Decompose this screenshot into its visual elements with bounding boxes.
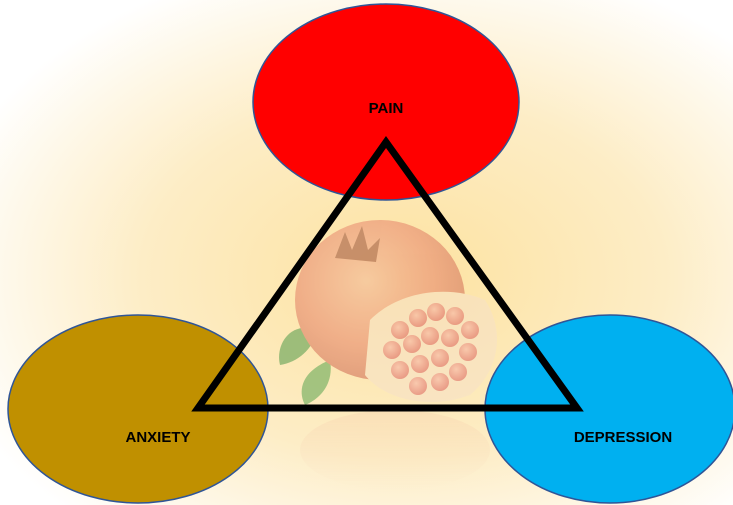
pain-label: PAIN bbox=[369, 100, 404, 117]
depression-label: DEPRESSION bbox=[574, 429, 672, 446]
anxiety-label: ANXIETY bbox=[125, 429, 190, 446]
pomegranate-reflection bbox=[300, 410, 490, 490]
